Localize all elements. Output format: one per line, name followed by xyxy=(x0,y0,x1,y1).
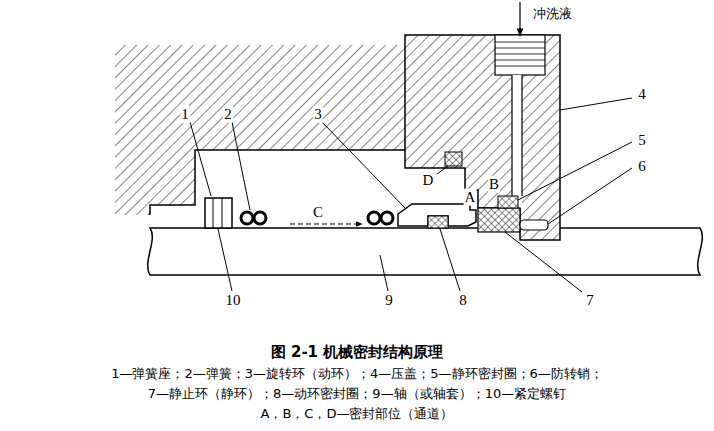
callout-number: 5 xyxy=(637,132,647,149)
callout-number: 10 xyxy=(225,292,242,309)
callout-number: B xyxy=(488,176,500,193)
callout-number: 4 xyxy=(637,86,647,103)
housing xyxy=(115,45,405,215)
part-note: 1—弹簧座；2—弹簧；3—旋转环（动环）；4—压盖；5—静环密封圈；6—防转销； xyxy=(111,367,603,381)
callout-number: 2 xyxy=(223,106,233,123)
set-screw xyxy=(213,198,214,228)
anti-rotation-pin xyxy=(520,220,548,230)
stationary-ring-seal xyxy=(498,196,518,208)
stationary-ring xyxy=(478,208,520,232)
part-note: 冲洗液 xyxy=(533,7,572,21)
rotating-ring-seal xyxy=(428,216,448,228)
port-thread xyxy=(495,42,545,66)
callout-number: A xyxy=(464,189,477,206)
flush-port xyxy=(495,35,545,75)
callout-number: D xyxy=(422,172,435,189)
callout-number: C xyxy=(312,204,324,221)
gland-gasket xyxy=(445,152,462,166)
flush-arrow xyxy=(519,2,520,36)
part-note: A，B，C，D—密封部位（通道） xyxy=(261,407,454,421)
callout-number: 6 xyxy=(637,158,647,175)
callout-number: 9 xyxy=(384,292,394,309)
leak-path-arrow xyxy=(290,224,362,225)
set-screw xyxy=(222,198,223,228)
spring-seat xyxy=(205,198,232,228)
figure-caption: 图 2-1 机械密封结构原理 xyxy=(271,344,444,361)
channel-wall xyxy=(521,75,522,196)
leader-lines xyxy=(190,98,632,292)
part-note: 7—静止环（静环）；8—动环密封圈；9—轴（或轴套）；10—紧定螺钉 xyxy=(148,387,566,401)
flush-channel xyxy=(512,75,522,208)
channel-wall xyxy=(511,75,512,196)
shaft xyxy=(148,228,703,275)
housing-edge xyxy=(150,150,405,215)
callout-number: 7 xyxy=(585,292,595,309)
callout-number: 1 xyxy=(180,106,190,123)
callout-number: 8 xyxy=(458,292,468,309)
callout-number: 3 xyxy=(313,106,323,123)
